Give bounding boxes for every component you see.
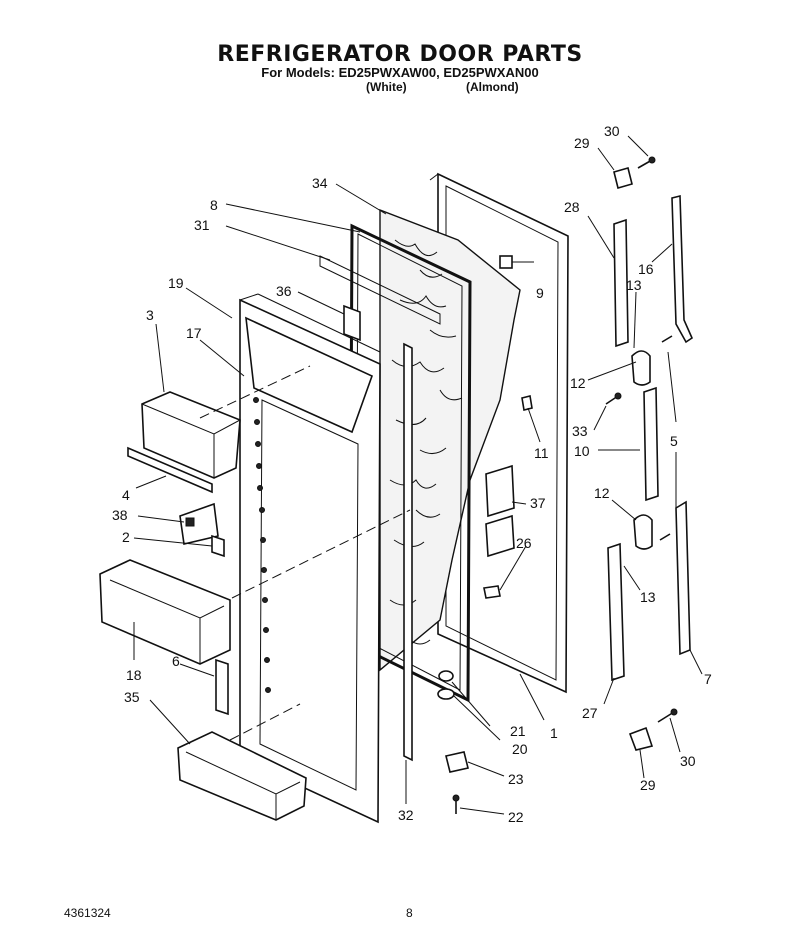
- callout-17: 17: [186, 325, 202, 341]
- clip-26: [483, 585, 501, 599]
- hinge-cover-30-top: [613, 156, 656, 189]
- callout-30-bottom: 30: [680, 753, 696, 769]
- clip-11: [521, 395, 533, 411]
- callout-13-bottom: 13: [640, 589, 656, 605]
- handle-strip-27: [607, 542, 625, 682]
- callout-20: 20: [512, 741, 528, 757]
- dairy-door-trim: [127, 446, 213, 494]
- callout-19: 19: [168, 275, 184, 291]
- top-trim-piece: [343, 304, 361, 342]
- hinge-12-top: [631, 335, 673, 386]
- callout-12-top: 12: [570, 375, 586, 391]
- callout-37: 37: [530, 495, 546, 511]
- shelf-bin-18: [99, 559, 231, 665]
- bracket-6: [215, 658, 229, 716]
- handle-strip-28: [613, 218, 629, 348]
- bottom-hinge-parts: [437, 670, 469, 814]
- page-number: 8: [406, 906, 413, 920]
- door-liner: [239, 293, 381, 824]
- callout-30-top: 30: [604, 123, 620, 139]
- callout-33: 33: [572, 423, 588, 439]
- callout-18: 18: [126, 667, 142, 683]
- document-number: 4361324: [64, 906, 111, 920]
- callout-21: 21: [510, 723, 526, 739]
- callout-29-bottom: 29: [640, 777, 656, 793]
- callout-34: 34: [312, 175, 328, 191]
- callout-36: 36: [276, 283, 292, 299]
- callout-23: 23: [508, 771, 524, 787]
- callout-31: 31: [194, 217, 210, 233]
- leader-lines: [133, 135, 703, 815]
- hinge-cover-30-bottom: [628, 708, 678, 751]
- liner-dimples: [253, 397, 271, 693]
- callout-13-top: 13: [626, 277, 642, 293]
- hinge-12-bottom: [633, 514, 671, 550]
- bracket-2: [211, 534, 225, 558]
- shelf-bin-35: [177, 731, 307, 821]
- dairy-door: [141, 391, 241, 479]
- callout-8: 8: [210, 197, 218, 213]
- handle-trim-7: [675, 500, 691, 656]
- handle-trim-16: [671, 194, 694, 344]
- cover-37: [485, 464, 515, 558]
- callout-6: 6: [172, 653, 180, 669]
- breaker-strip-frame: [319, 255, 441, 325]
- callout-27: 27: [582, 705, 598, 721]
- plug-9: [499, 255, 513, 269]
- callout-3: 3: [146, 307, 154, 323]
- callout-29-top: 29: [574, 135, 590, 151]
- callout-4: 4: [122, 487, 130, 503]
- model-numbers: For Models: ED25PWXAW00, ED25PWXAN00: [261, 65, 539, 80]
- callout-10: 10: [574, 443, 590, 459]
- callout-12-bottom: 12: [594, 485, 610, 501]
- callout-11: 11: [534, 445, 549, 461]
- callout-9: 9: [536, 285, 544, 301]
- callout-38: 38: [112, 507, 128, 523]
- bracket-38: [179, 502, 219, 545]
- callout-35: 35: [124, 689, 140, 705]
- callout-26: 26: [516, 535, 532, 551]
- handle-10: [643, 386, 659, 502]
- callout-22: 22: [508, 809, 524, 825]
- page-title: REFRIGERATOR DOOR PARTS: [217, 42, 583, 67]
- callout-2: 2: [122, 529, 130, 545]
- callout-16: 16: [638, 261, 654, 277]
- callout-28: 28: [564, 199, 580, 215]
- callout-1: 1: [550, 725, 558, 741]
- color-almond-label: (Almond): [466, 80, 519, 94]
- screw-33: [605, 392, 622, 405]
- color-white-label: (White): [366, 80, 407, 94]
- callout-labels: 1 2 3 4 5 6 7 8 9 10 11 12 12 13 13 16 1…: [112, 123, 712, 825]
- vertical-trim-strip: [403, 342, 413, 762]
- callout-7: 7: [704, 671, 712, 687]
- callout-32: 32: [398, 807, 414, 823]
- callout-5: 5: [670, 433, 678, 449]
